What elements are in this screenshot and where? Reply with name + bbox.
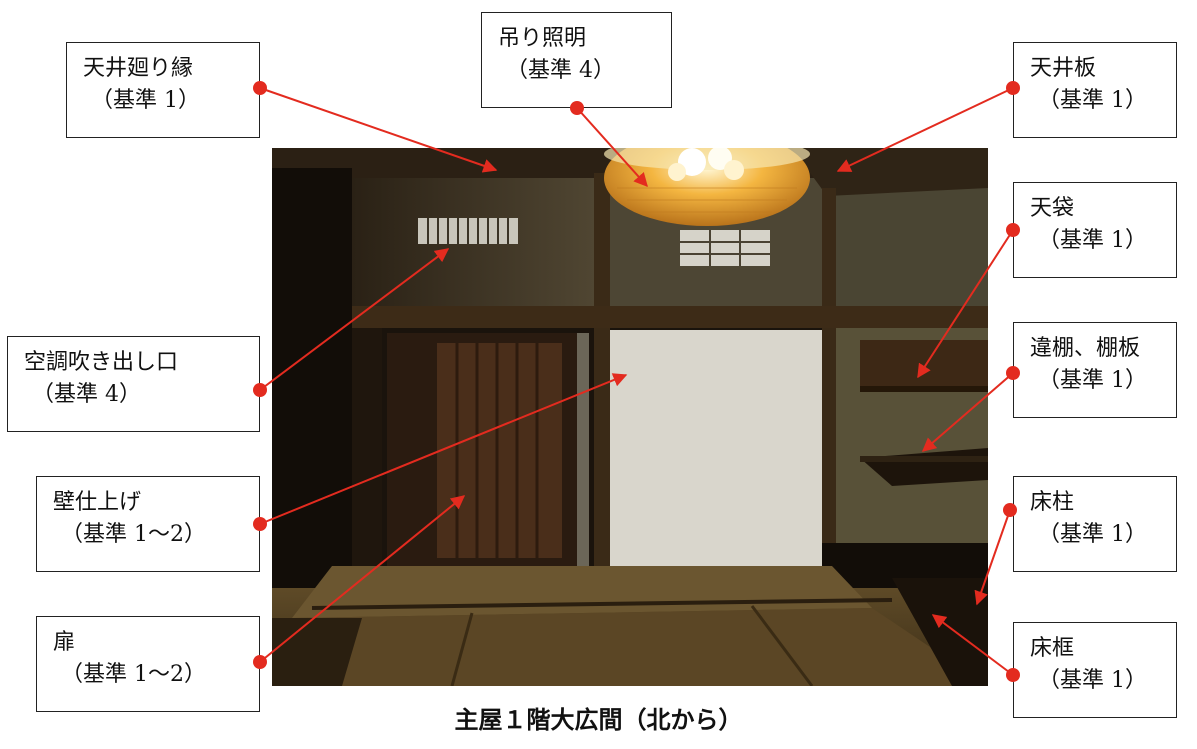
callout-name: 扉 <box>53 630 76 655</box>
callout-door: 扉 （基準 1～2） <box>36 616 260 712</box>
callout-name: 天井板 <box>1030 56 1097 81</box>
callout-grade: （基準 4） <box>32 382 141 407</box>
callout-name: 空調吹き出し口 <box>24 350 179 375</box>
callout-name: 天袋 <box>1030 196 1075 221</box>
callout-name: 床柱 <box>1030 490 1075 515</box>
room-photo <box>272 148 988 686</box>
callout-wall-finish: 壁仕上げ （基準 1～2） <box>36 476 260 572</box>
callout-grade: （基準 1） <box>91 88 200 113</box>
callout-grade: （基準 1） <box>1038 668 1147 693</box>
callout-name: 床框 <box>1030 636 1075 661</box>
callout-pendant-light: 吊り照明 （基準 4） <box>481 12 672 108</box>
callout-ac-vent: 空調吹き出し口 （基準 4） <box>7 336 260 432</box>
callout-name: 壁仕上げ <box>53 490 142 515</box>
callout-grade: （基準 1） <box>1038 522 1147 547</box>
callout-ceiling-board: 天井板 （基準 1） <box>1013 42 1177 138</box>
callout-grade: （基準 1～2） <box>61 522 206 547</box>
callout-chigaidana: 違棚、棚板 （基準 1） <box>1013 322 1177 418</box>
callout-grade: （基準 1） <box>1038 368 1147 393</box>
callout-ceiling-molding: 天井廻り縁 （基準 1） <box>66 42 260 138</box>
callout-tokobashira: 床柱 （基準 1） <box>1013 476 1177 572</box>
callout-tokogamachi: 床框 （基準 1） <box>1013 622 1177 718</box>
callout-name: 違棚、棚板 <box>1030 336 1141 361</box>
callout-grade: （基準 1） <box>1038 228 1147 253</box>
callout-name: 天井廻り縁 <box>83 56 194 81</box>
callout-grade: （基準 1～2） <box>61 662 206 687</box>
figure-caption: 主屋１階大広間（北から） <box>454 706 743 734</box>
callout-name: 吊り照明 <box>498 26 587 51</box>
callout-grade: （基準 1） <box>1038 88 1147 113</box>
callout-grade: （基準 4） <box>506 58 615 83</box>
callout-tenbukuro: 天袋 （基準 1） <box>1013 182 1177 278</box>
